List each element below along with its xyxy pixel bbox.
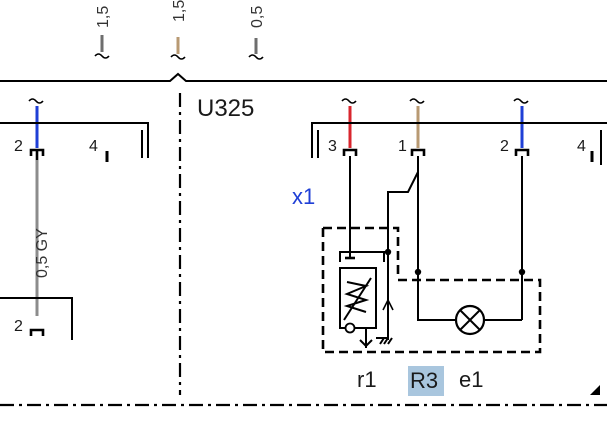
wire-gauge-label: 0,5: [249, 6, 266, 28]
highlight-box: [408, 366, 444, 396]
right-connector: 3 1 2 4: [311, 98, 607, 165]
wire-pin1: [417, 156, 522, 321]
pin-number: 2: [500, 138, 509, 155]
continuation-tilde-icon: [409, 98, 425, 104]
e1-boundary: [321, 228, 542, 354]
top-wire-right: 0,5: [248, 6, 266, 60]
element-label-e1: e1: [459, 367, 483, 392]
wire-gauge-label: 1,5: [171, 0, 188, 22]
pin-number: 4: [577, 138, 586, 155]
continuation-tilde-icon: [170, 54, 186, 60]
continuation-tilde-icon: [513, 98, 529, 104]
wire-gauge-label: 1,5: [95, 6, 112, 28]
element-label-R3: R3: [410, 368, 438, 393]
continuation-tilde-icon: [341, 98, 357, 104]
ground-icon: [376, 298, 394, 345]
harness-line: [0, 72, 607, 82]
element-label-r1: r1: [357, 367, 377, 392]
page-corner-arrow-icon[interactable]: [590, 385, 600, 395]
ptc-resistor-icon: [339, 251, 385, 348]
continuation-tilde-icon: [28, 98, 44, 104]
continuation-tilde-icon: [248, 54, 264, 60]
top-wire-middle: 1,5: [170, 0, 188, 60]
component-id: U325: [197, 95, 254, 122]
connector-label: x1: [292, 184, 315, 209]
pin-number: 4: [89, 138, 98, 155]
continuation-tilde-icon: [94, 53, 110, 59]
pin-number: 2: [14, 318, 23, 335]
pin-number: 1: [398, 138, 407, 155]
wire-r1-branch: [387, 171, 419, 322]
pin-number: 3: [328, 138, 337, 155]
r1-boundary: [323, 226, 400, 278]
pin-number: 2: [14, 138, 23, 155]
wire-gauge-label: 0,5 GY: [34, 228, 51, 278]
lamp-icon: [454, 304, 486, 336]
top-wire-left: 1,5: [94, 6, 112, 59]
left-connector-upper: 2 4: [0, 98, 149, 162]
left-connector-lower: 2: [0, 297, 73, 340]
